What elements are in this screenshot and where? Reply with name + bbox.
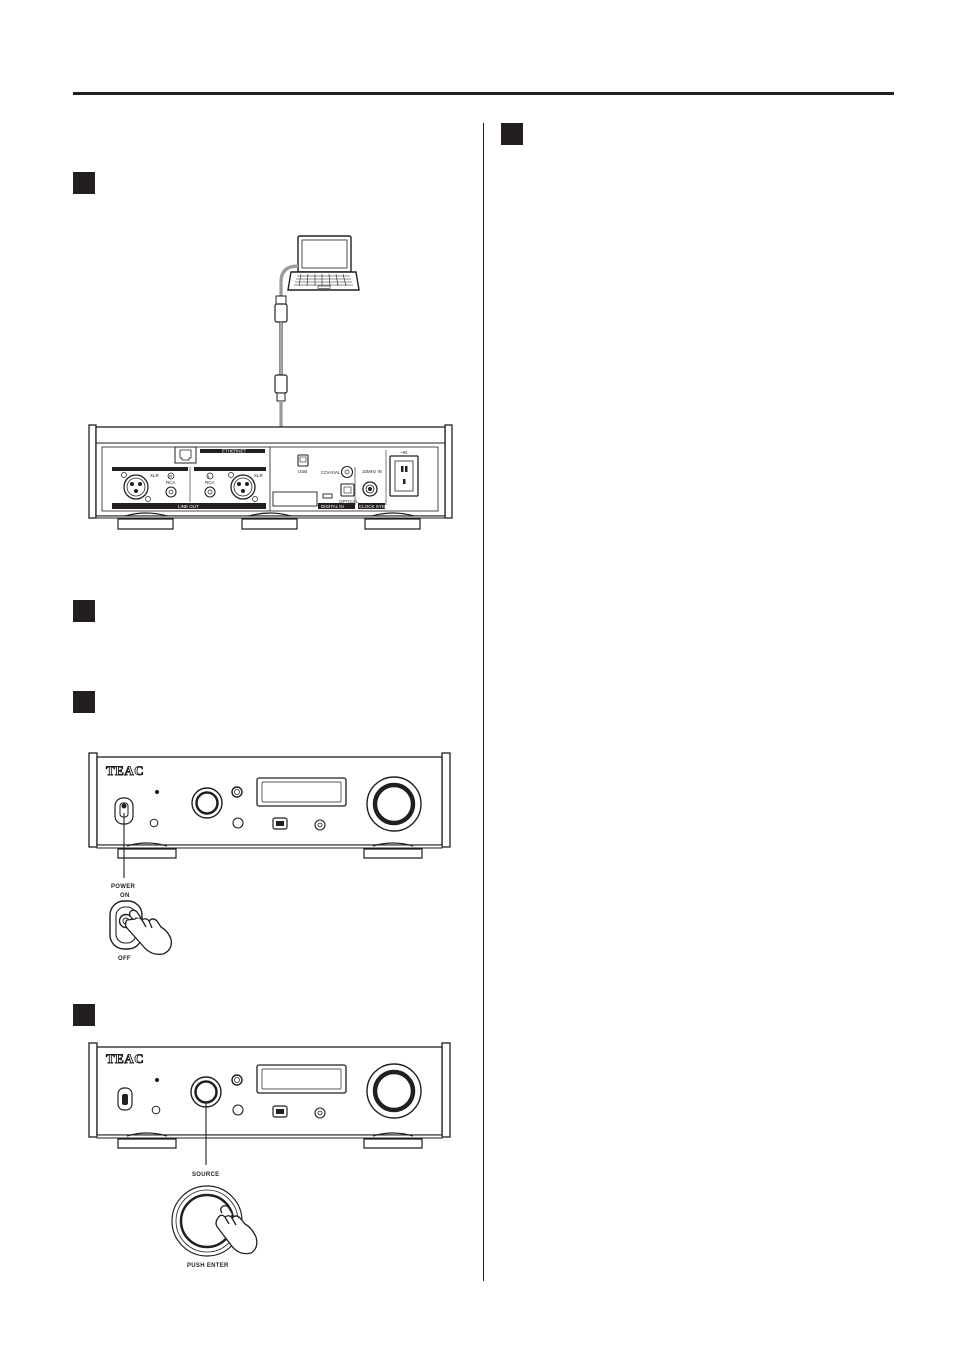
front-panel-source — [88, 1042, 451, 1139]
step-1-marker — [73, 172, 95, 194]
ac-in-label: ~IN — [400, 450, 407, 455]
rca-r-label: RCA — [166, 480, 176, 485]
clock-in-label: 10MHz IN — [362, 469, 382, 474]
off-label: OFF — [118, 956, 131, 962]
step-4-marker — [73, 1004, 95, 1026]
xlr-r-label: XLR — [150, 473, 160, 478]
push-enter-label: PUSH ENTER — [187, 1263, 229, 1269]
front-feet-2 — [117, 1132, 423, 1149]
front-panel-power — [88, 752, 451, 849]
on-label: ON — [120, 893, 130, 899]
step-2-marker — [73, 600, 95, 622]
left-channel-label: L — [208, 474, 211, 479]
pressing-hand-icon — [124, 909, 172, 955]
right-channel-label: R — [169, 474, 173, 479]
digital-in-label: DIGITAL IN — [321, 504, 344, 509]
pressing-hand-icon-2 — [215, 1205, 258, 1255]
optical-port-label: OPTICAL — [339, 499, 359, 504]
laptop-icon — [287, 235, 360, 291]
brand-logo-front-1: TEAC — [106, 763, 144, 778]
ethernet-label: ETHERNET — [222, 449, 247, 454]
source-callout-label: SOURCE — [192, 1172, 219, 1178]
power-callout-label: POWER — [111, 884, 136, 890]
coaxial-port-label: COAXIAL — [321, 470, 341, 475]
column-divider — [483, 123, 484, 1281]
line-out-label: LINE OUT — [178, 504, 199, 509]
step-5-marker — [501, 123, 523, 145]
step-3-marker — [73, 691, 95, 713]
rear-feet — [117, 512, 421, 530]
rear-panel — [88, 424, 453, 519]
front-feet-1 — [117, 842, 423, 859]
brand-logo-front-2: TEAC — [106, 1051, 144, 1066]
rca-l-label: RCA — [205, 480, 215, 485]
header-rule — [73, 92, 894, 95]
clock-sync-label: CLOCK SYNC — [359, 504, 389, 509]
xlr-l-label: XLR — [254, 473, 264, 478]
usb-port-label: USB — [298, 469, 307, 474]
